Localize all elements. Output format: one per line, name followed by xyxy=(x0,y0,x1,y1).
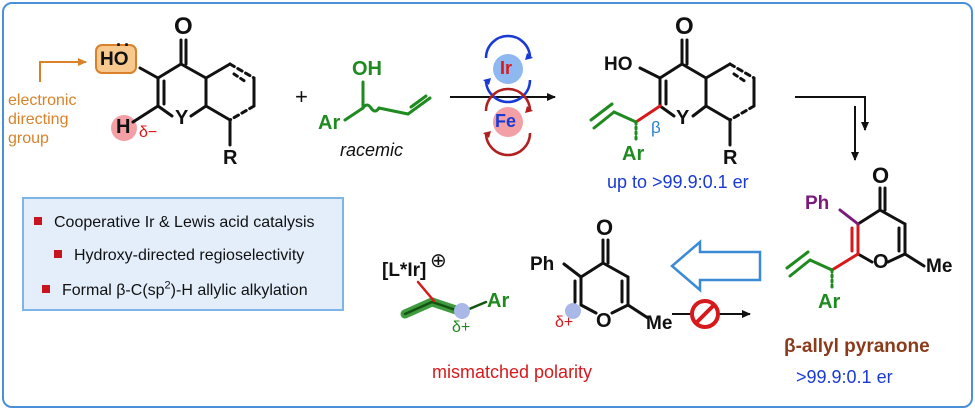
pyranone-Ar: Ar xyxy=(818,291,841,313)
mismatch-caption: mismatched polarity xyxy=(432,362,593,382)
chromone-O-carbonyl: O xyxy=(174,13,193,40)
bullet-icon xyxy=(34,217,42,225)
pyranone-O-ring: O xyxy=(873,251,889,273)
product-beta: β xyxy=(651,118,661,137)
pyranone-Me: Me xyxy=(926,256,953,277)
mismatch-Ph: Ph xyxy=(530,254,555,275)
chromone-H: H xyxy=(116,116,131,138)
retro-arrow xyxy=(670,239,762,293)
chromone-R: R xyxy=(223,147,238,169)
bullet-icon xyxy=(54,250,62,258)
directing-label-2: directing xyxy=(8,111,69,128)
product-Y: Y xyxy=(676,107,690,129)
highlight-item: Cooperative Ir & Lewis acid catalysis xyxy=(34,214,315,232)
pyranone-er: >99.9:0.1 er xyxy=(796,367,893,387)
hydroxyl-lone-pair: ·· xyxy=(116,35,132,55)
highlight-item: Formal β-C(sp2)-H allylic alkylation xyxy=(42,280,308,300)
chromone-Y: Y xyxy=(175,107,189,129)
ir-catalyst: Ir xyxy=(500,58,513,78)
delta-minus: δ− xyxy=(139,124,158,141)
fe-catalyst: Fe xyxy=(495,111,517,131)
directing-arrow xyxy=(39,58,87,82)
product-er: up to >99.9:0.1 er xyxy=(607,172,749,192)
mismatch-O-carbonyl: O xyxy=(596,215,614,240)
directing-label-3: group xyxy=(8,130,49,147)
complex-charge: ⊕ xyxy=(430,250,447,272)
product-O-carbonyl: O xyxy=(675,13,694,40)
product-R: R xyxy=(723,147,738,169)
pyranone-delta-plus: δ+ xyxy=(555,314,574,331)
allyl-delta-plus: δ+ xyxy=(452,319,471,336)
mismatch-Me: Me xyxy=(646,313,673,334)
pyranone-Ph: Ph xyxy=(805,193,830,214)
mismatch-structure xyxy=(400,238,650,320)
ir-complex: [L*Ir] xyxy=(382,260,427,281)
hydroxychromone-structure xyxy=(95,38,256,147)
allyl-alcohol-structure xyxy=(343,80,432,122)
allyl-pyranone-structure xyxy=(785,186,926,292)
chromone-HO: HO xyxy=(100,49,129,70)
bullet-icon xyxy=(42,285,50,294)
highlight-item: Hydroxy-directed regioselectivity xyxy=(54,247,304,265)
highlight-formal-text: Formal β-C(sp2)-H allylic alkylation xyxy=(62,280,308,300)
alcohol-OH: OH xyxy=(352,58,382,80)
pyranone-O-carbonyl: O xyxy=(872,163,890,188)
plus-sign: + xyxy=(295,84,308,109)
product-Ar: Ar xyxy=(622,143,645,165)
pyranone-name: β-allyl pyranone xyxy=(784,336,930,357)
mismatch-O-ring: O xyxy=(596,310,612,332)
product-structure xyxy=(589,38,756,147)
product-HO: HO xyxy=(604,54,633,75)
step-arrow xyxy=(795,96,869,131)
alcohol-Ar: Ar xyxy=(318,112,341,134)
directing-label-1: electronic xyxy=(8,92,77,109)
catalytic-cycle xyxy=(483,34,533,157)
highlights-box: Cooperative Ir & Lewis acid catalysis Hy… xyxy=(22,197,344,311)
allyl-Ar: Ar xyxy=(487,290,510,312)
racemic-caption: racemic xyxy=(340,140,404,160)
